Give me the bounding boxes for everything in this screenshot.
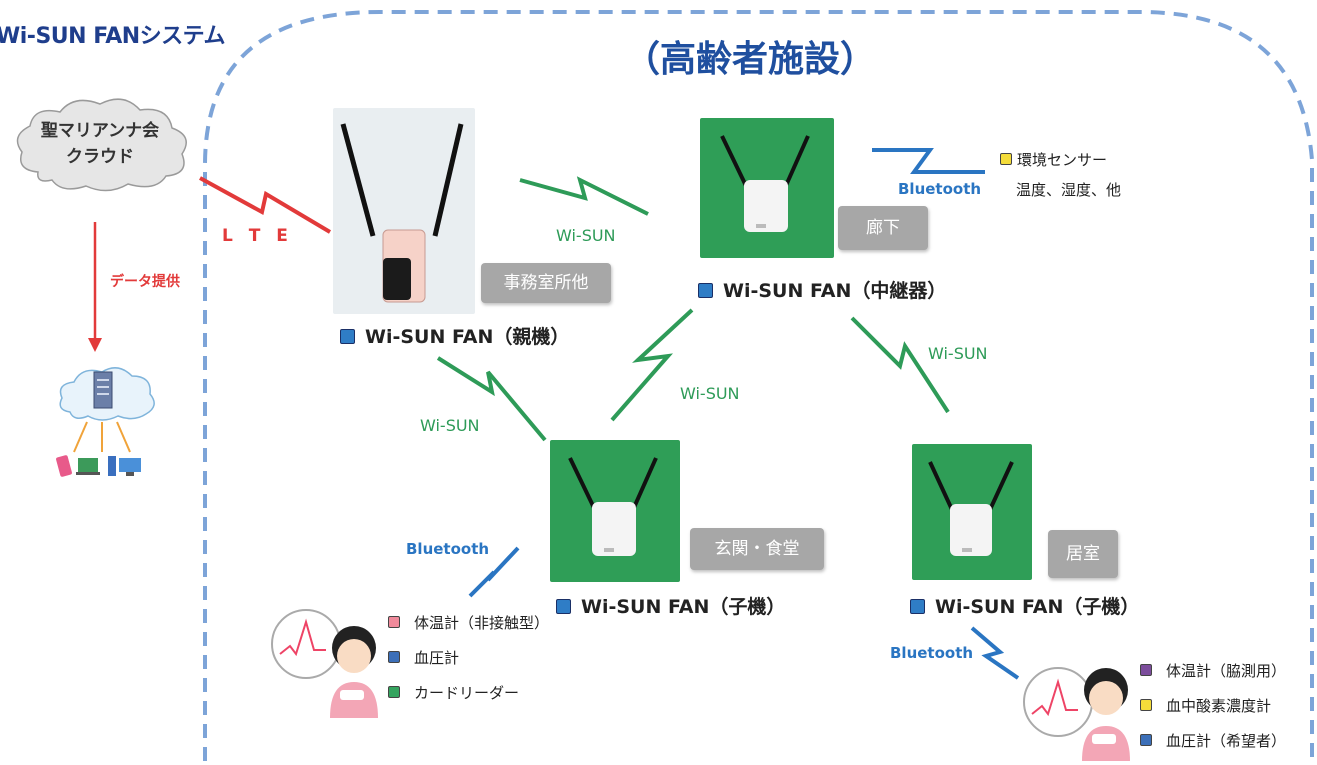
device-label-parent-text: Wi-SUN FAN（親機） <box>365 326 570 348</box>
sensor-item: 血圧計（希望者） <box>1140 730 1286 765</box>
env-sensor-name: 環境センサー <box>1017 151 1108 169</box>
device-label-child2-text: Wi-SUN FAN（子機） <box>935 596 1140 618</box>
wisun-label-4: Wi-SUN <box>928 344 988 363</box>
device-label-child1: Wi-SUN FAN（子機） <box>556 592 785 619</box>
child1-device-photo <box>550 440 680 582</box>
sensor-item: 血圧計 <box>388 647 549 682</box>
router-icon <box>568 457 658 556</box>
sensor-item-label: 体温計（非接触型） <box>414 614 550 632</box>
device-label-relay: Wi-SUN FAN（中継器） <box>698 276 946 303</box>
resident-illustration-1 <box>271 609 378 718</box>
resident-illustration-2 <box>1023 667 1130 761</box>
env-sensor-name-row: 環境センサー <box>1000 150 1121 170</box>
sensor-item-label: カードリーダー <box>414 684 520 702</box>
env-sensor-detail: 温度、湿度、他 <box>1016 181 1122 199</box>
server-cloud-icon <box>56 367 155 477</box>
sensor-list-child1: 体温計（非接触型） 血圧計 カードリーダー <box>388 612 549 717</box>
facility-title: （高齢者施設） <box>623 39 876 80</box>
device-marker <box>556 599 571 614</box>
device-label-relay-text: Wi-SUN FAN（中継器） <box>723 280 947 302</box>
sensor-item: 血中酸素濃度計 <box>1140 695 1286 730</box>
location-tag-child2: 居室 <box>1048 530 1118 578</box>
device-label-child1-text: Wi-SUN FAN（子機） <box>581 596 786 618</box>
sensor-item-label: 体温計（脇測用） <box>1166 662 1287 680</box>
wisun-link-relay-child2 <box>850 316 950 414</box>
child2-device-photo <box>912 444 1032 580</box>
parent-device-photo <box>333 108 475 314</box>
router-icon <box>340 123 464 303</box>
cloud-line-1: 聖マリアンナ会 <box>40 121 160 141</box>
router-icon <box>720 135 810 232</box>
sensor-item-label: 血中酸素濃度計 <box>1166 697 1272 715</box>
sensor-marker <box>388 616 400 628</box>
location-tag-parent: 事務室所他 <box>481 263 611 303</box>
relay-device-photo <box>700 118 834 258</box>
sensor-marker <box>1140 664 1152 676</box>
wisun-label-1: Wi-SUN <box>556 226 616 245</box>
wisun-label-3: Wi-SUN <box>680 384 740 403</box>
bluetooth-label-env: Bluetooth <box>898 180 982 198</box>
sensor-item-label: 血圧計（希望者） <box>1166 732 1287 750</box>
bluetooth-label-child2: Bluetooth <box>890 644 974 662</box>
data-arrow <box>88 222 102 352</box>
bluetooth-link-child1 <box>468 546 520 598</box>
location-tag-child1: 玄関・食堂 <box>690 528 824 570</box>
router-icon <box>928 461 1014 556</box>
env-sensor-marker <box>1000 153 1012 165</box>
sensor-item: カードリーダー <box>388 682 549 717</box>
device-marker <box>698 283 713 298</box>
bluetooth-link-child2 <box>970 626 1020 680</box>
bluetooth-label-child1: Bluetooth <box>406 540 490 558</box>
wisun-label-2: Wi-SUN <box>420 416 480 435</box>
sensor-marker <box>1140 734 1152 746</box>
cloud-label: 聖マリアンナ会 クラウド <box>20 118 180 170</box>
sensor-item-label: 血圧計 <box>414 649 460 667</box>
sensor-list-child2: 体温計（脇測用） 血中酸素濃度計 血圧計（希望者） <box>1140 660 1286 765</box>
cloud-icon <box>16 98 187 192</box>
device-marker <box>910 599 925 614</box>
sensor-item: 体温計（非接触型） <box>388 612 549 647</box>
cloud-line-2: クラウド <box>66 147 134 167</box>
env-sensor: 環境センサー 温度、湿度、他 <box>1000 150 1121 200</box>
sensor-item: 体温計（脇測用） <box>1140 660 1286 695</box>
bluetooth-link-env <box>872 148 985 174</box>
wisun-link-parent-relay <box>519 176 649 216</box>
sensor-marker <box>388 651 400 663</box>
device-marker <box>340 329 355 344</box>
lte-link <box>199 176 332 234</box>
device-label-parent: Wi-SUN FAN（親機） <box>340 322 569 349</box>
wisun-link-parent-child1 <box>436 356 547 442</box>
location-tag-relay: 廊下 <box>838 206 928 250</box>
system-title: Wi-SUN FANシステム <box>0 24 226 49</box>
sensor-marker <box>1140 699 1152 711</box>
wisun-link-relay-child1 <box>610 308 694 422</box>
sensor-marker <box>388 686 400 698</box>
device-label-child2: Wi-SUN FAN（子機） <box>910 592 1139 619</box>
lte-label: L T E <box>222 226 293 246</box>
data-provision-label: データ提供 <box>110 274 180 290</box>
